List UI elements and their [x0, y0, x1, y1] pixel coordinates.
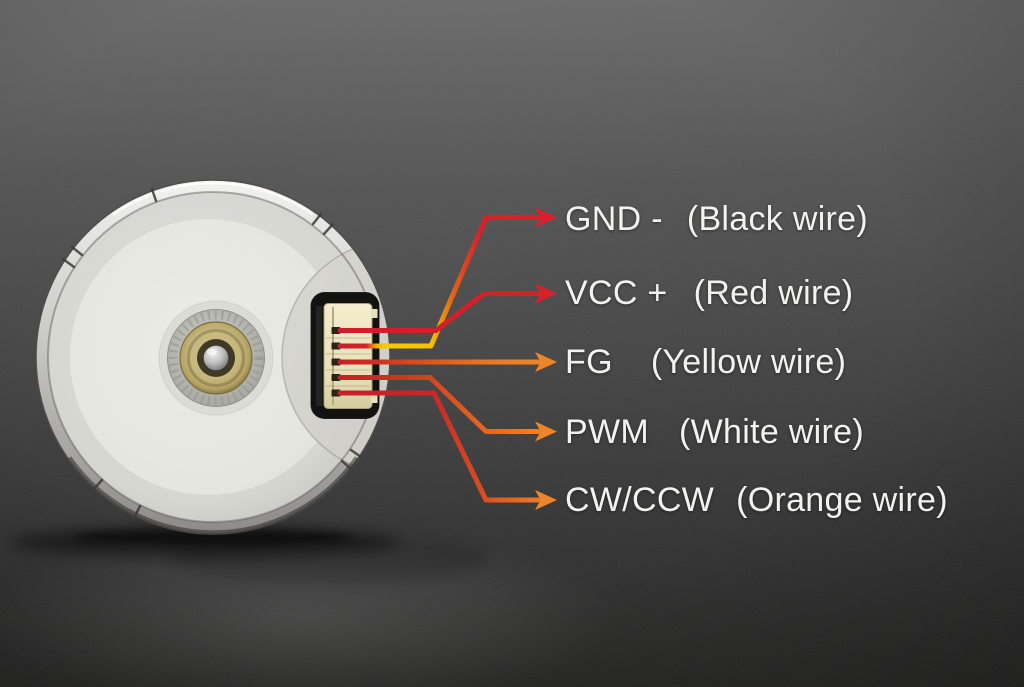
arrowheads: [535, 207, 557, 510]
leader-line-cwccw: [337, 390, 541, 503]
leader-line-gnd: [337, 215, 541, 349]
arrow-icon-fg: [535, 352, 557, 372]
arrow-icon-gnd: [535, 207, 557, 228]
rim-shade: [68, 456, 358, 534]
connector: [310, 291, 380, 420]
motor-shadow: [10, 527, 490, 582]
arrow-icon-cwccw: [535, 490, 557, 510]
rim-highlight: [112, 181, 314, 216]
leader-line-pwm: [337, 375, 541, 434]
motor-shaft: [203, 345, 229, 371]
rim-notches: [61, 187, 363, 520]
knurl-texture: [168, 310, 264, 406]
motor-photo: [35, 179, 391, 535]
arrow-icon-pwm: [535, 421, 557, 442]
bearing-hub: [158, 300, 274, 416]
arrow-icon-vcc: [535, 283, 557, 304]
leader-line-vcc: [337, 291, 541, 333]
leader-lines: [337, 215, 541, 503]
